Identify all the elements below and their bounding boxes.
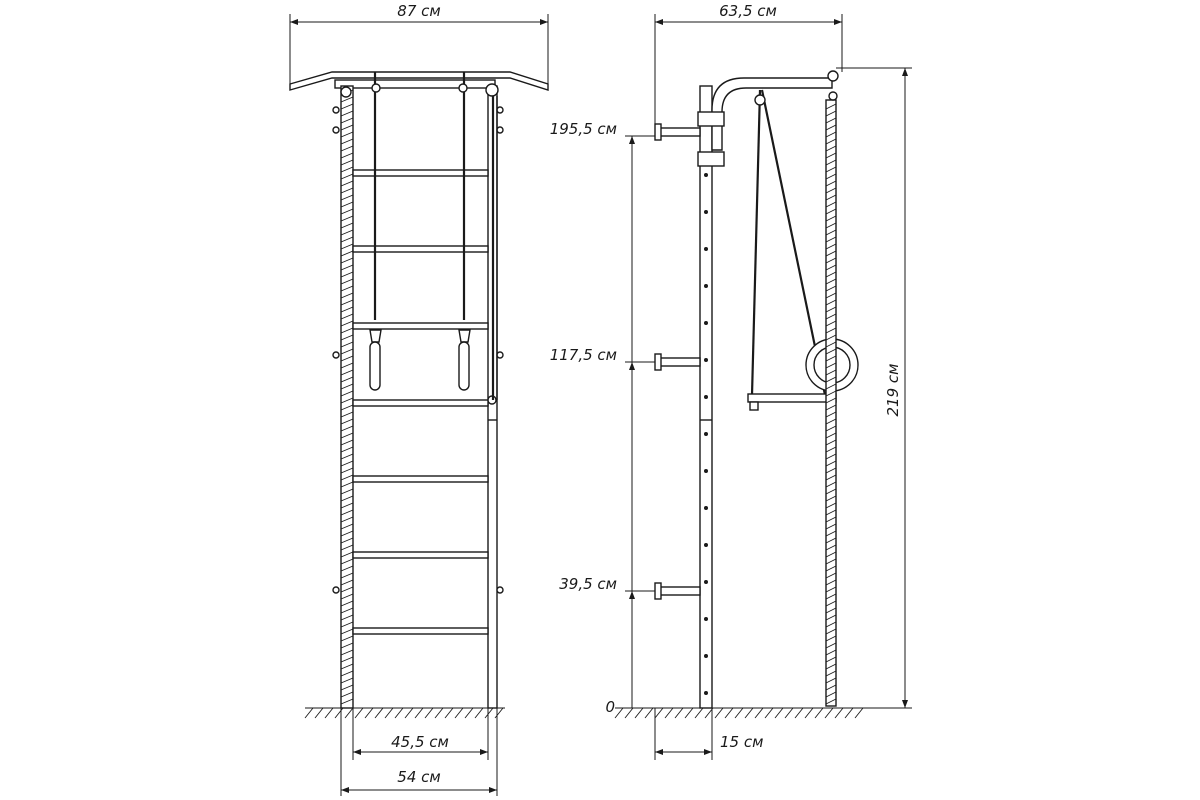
label-inner-width: 45,5 см	[391, 733, 449, 751]
label-wall-offset: 15 см	[720, 733, 763, 751]
label-height-top: 195,5 см	[550, 120, 617, 138]
side-ground	[614, 707, 864, 719]
rung	[352, 475, 489, 483]
rung	[352, 322, 489, 330]
rope-texture	[825, 103, 837, 705]
top-crossbar	[334, 79, 496, 89]
front-view	[289, 71, 549, 719]
rung	[352, 245, 489, 253]
front-dimensions: 87 см 45,5 см 54 см	[289, 2, 549, 796]
side-view	[614, 70, 864, 719]
side-wall-brackets	[654, 123, 701, 600]
label-height-low: 39,5 см	[559, 575, 617, 593]
rung	[352, 169, 489, 177]
top-canopy	[289, 71, 549, 91]
top-arm	[711, 77, 833, 151]
side-dimensions: 63,5 см 195,5 см 117,5 см 39,5 см 0 219 …	[550, 2, 912, 760]
rung	[352, 551, 489, 559]
gym-rings-front	[369, 72, 471, 391]
label-height-zero: 0	[605, 698, 615, 716]
label-height-mid: 117,5 см	[550, 346, 617, 364]
left-post-texture	[340, 89, 354, 705]
label-outer-width: 54 см	[397, 768, 440, 786]
label-front-width: 87 см	[397, 2, 440, 20]
label-total-height: 219 см	[884, 364, 902, 417]
climbing-rope-front	[491, 96, 498, 400]
label-side-depth: 63,5 см	[719, 2, 777, 20]
front-ground	[304, 707, 505, 719]
left-post	[340, 85, 354, 709]
rung	[352, 627, 489, 635]
front-brackets	[332, 83, 504, 594]
post-holes	[704, 173, 708, 695]
ladder-rungs	[352, 169, 489, 635]
rung	[352, 399, 489, 407]
